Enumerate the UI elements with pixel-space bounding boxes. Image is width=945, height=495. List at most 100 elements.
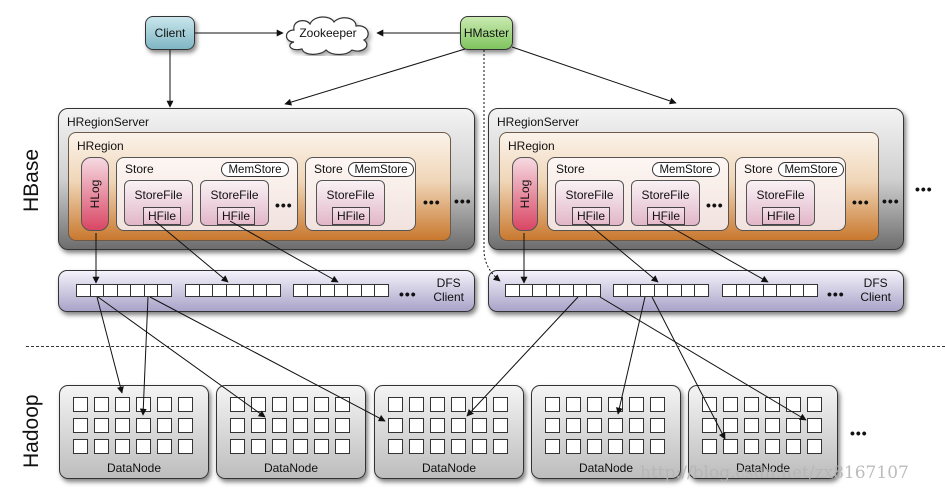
- datanode[interactable]: DataNode: [374, 385, 524, 479]
- client-label: Client: [154, 26, 186, 40]
- datanode-label: DataNode: [263, 461, 319, 475]
- hmaster-to-left-regionserver-arrow: [284, 48, 466, 106]
- hregionserver-left[interactable]: HRegionServer HRegion HLog Store MemStor…: [58, 108, 475, 250]
- more-regions-ellipsis: •••: [882, 193, 900, 209]
- hdfs-block: [762, 284, 777, 297]
- store-title: Store: [744, 162, 773, 176]
- storefile[interactable]: StoreFile HFile: [631, 180, 700, 226]
- more-storefiles-ellipsis: •••: [275, 197, 293, 213]
- memstore[interactable]: MemStore: [348, 162, 414, 177]
- hfile[interactable]: HFile: [572, 207, 610, 225]
- dfs-client-label: DFS Client: [433, 276, 464, 304]
- hfile[interactable]: HFile: [143, 207, 181, 225]
- block-grid: [545, 397, 665, 454]
- storefile[interactable]: StoreFile HFile: [555, 180, 624, 226]
- hlog[interactable]: HLog: [81, 157, 109, 231]
- hdfs-block: [94, 439, 109, 454]
- hdfs-block: [178, 397, 193, 412]
- block-grid: [702, 397, 822, 454]
- hdfs-block: [559, 284, 574, 297]
- hdfs-block: [314, 439, 329, 454]
- hmaster-node[interactable]: HMaster: [460, 16, 513, 50]
- storefile[interactable]: StoreFile HFile: [746, 180, 815, 226]
- hdfs-block: [178, 418, 193, 433]
- hdfs-block: [786, 397, 801, 412]
- hdfs-block: [73, 439, 88, 454]
- hfile[interactable]: HFile: [647, 207, 685, 225]
- dfs-client-left[interactable]: ••• DFS Client: [58, 270, 475, 312]
- hdfs-block: [493, 418, 508, 433]
- store[interactable]: Store MemStore StoreFile HFile: [735, 157, 846, 231]
- hdfs-block: [230, 439, 245, 454]
- memstore[interactable]: MemStore: [221, 162, 289, 177]
- hdfs-block: [333, 284, 348, 297]
- hdfs-block: [789, 284, 804, 297]
- storefile[interactable]: StoreFile HFile: [124, 180, 193, 226]
- hdfs-block: [650, 418, 665, 433]
- hdfs-block: [723, 397, 738, 412]
- hdfs-block: [723, 418, 738, 433]
- hregion-title: HRegion: [77, 139, 124, 153]
- hdfs-block: [409, 439, 424, 454]
- hdfs-block: [374, 284, 389, 297]
- zookeeper-node[interactable]: Zookeeper: [280, 12, 376, 56]
- hdfs-block: [266, 284, 281, 297]
- hdfs-block: [293, 439, 308, 454]
- hdfs-block: [566, 439, 581, 454]
- client-node[interactable]: Client: [145, 16, 195, 50]
- hdfs-block: [472, 397, 487, 412]
- store-title: Store: [125, 162, 154, 176]
- block-grid: [388, 397, 508, 454]
- hdfs-block: [185, 284, 200, 297]
- hdfs-block: [272, 397, 287, 412]
- hdfs-block: [735, 284, 750, 297]
- storefile[interactable]: StoreFile HFile: [316, 180, 385, 226]
- hdfs-block: [493, 439, 508, 454]
- memstore[interactable]: MemStore: [652, 162, 720, 177]
- hmaster-label: HMaster: [463, 26, 510, 40]
- store[interactable]: Store MemStore StoreFile HFile StoreFile…: [116, 157, 298, 231]
- store[interactable]: Store MemStore StoreFile HFile: [305, 157, 416, 231]
- hdfs-block: [626, 284, 641, 297]
- memstore[interactable]: MemStore: [778, 162, 844, 177]
- hfile[interactable]: HFile: [332, 207, 370, 225]
- datanode[interactable]: DataNode: [216, 385, 366, 479]
- hdfs-block: [73, 397, 88, 412]
- hregionserver-right[interactable]: HRegionServer HRegion HLog Store MemStor…: [488, 108, 904, 250]
- hdfs-block: [653, 284, 668, 297]
- dfs-label-line2: Client: [433, 290, 464, 304]
- hadoop-layer-label: Hadoop: [20, 394, 43, 468]
- hdfs-block: [178, 439, 193, 454]
- hdfs-block: [667, 284, 682, 297]
- hfile[interactable]: HFile: [762, 207, 800, 225]
- hdfs-block: [252, 284, 267, 297]
- hdfs-block: [230, 397, 245, 412]
- store[interactable]: Store MemStore StoreFile HFile StoreFile…: [547, 157, 729, 231]
- block-group: [293, 284, 389, 297]
- hregion[interactable]: HRegion HLog Store MemStore StoreFile HF…: [68, 132, 451, 241]
- hdfs-block: [251, 418, 266, 433]
- hdfs-block: [765, 439, 780, 454]
- block-grid: [73, 397, 193, 454]
- hlog[interactable]: HLog: [512, 157, 538, 231]
- block-group: [722, 284, 818, 297]
- hdfs-block: [225, 284, 240, 297]
- layer-separator: [26, 346, 945, 347]
- hdfs-block: [116, 284, 131, 297]
- dfs-label-line1: DFS: [436, 276, 461, 290]
- storefile-label: StoreFile: [641, 188, 690, 202]
- datanode-label: DataNode: [106, 461, 162, 475]
- dfs-client-right[interactable]: ••• DFS Client: [488, 270, 904, 312]
- hfile[interactable]: HFile: [217, 207, 255, 225]
- hdfs-block: [807, 418, 822, 433]
- hregion[interactable]: HRegion HLog Store MemStore StoreFile HF…: [499, 132, 879, 241]
- hdfs-block: [272, 418, 287, 433]
- storefile[interactable]: StoreFile HFile: [200, 180, 269, 226]
- dfs-label-line2: Client: [860, 290, 891, 304]
- hdfs-block: [314, 397, 329, 412]
- hdfs-block: [640, 284, 655, 297]
- more-stores-ellipsis: •••: [852, 194, 870, 210]
- datanode[interactable]: DataNode: [59, 385, 209, 479]
- hregionserver-title: HRegionServer: [497, 115, 580, 129]
- block-grid: [230, 397, 350, 454]
